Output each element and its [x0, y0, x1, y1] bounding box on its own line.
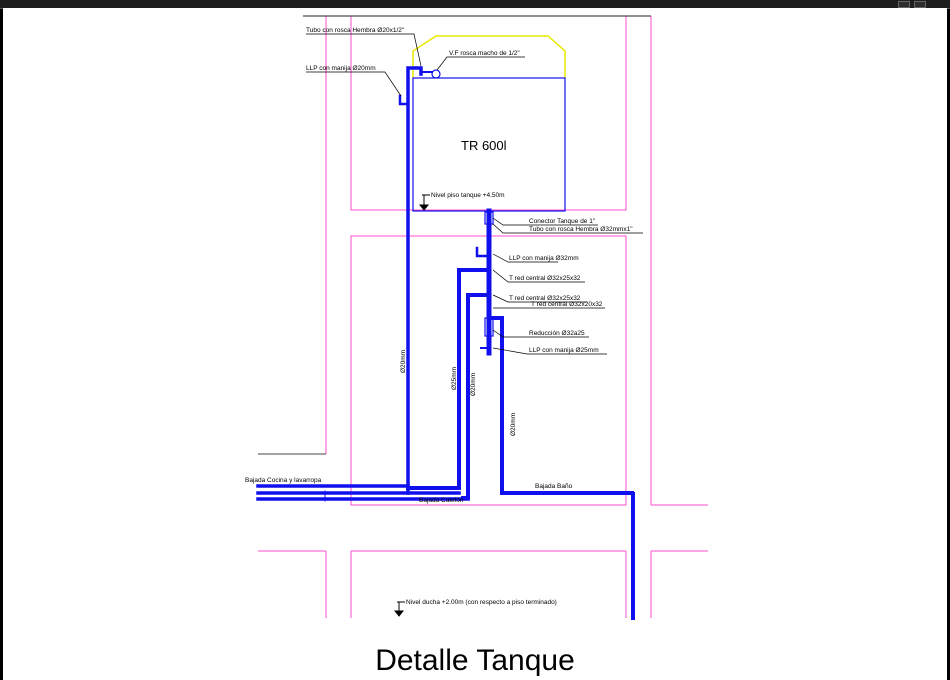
- annotation-tee-32-25-32-a: T red central Ø32x25x32: [509, 275, 581, 282]
- pipe-label-20-main: Ø20mm: [400, 350, 407, 373]
- annotation-reduccion: Reducción Ø32a25: [529, 330, 585, 337]
- annotation-tee-32-25-32-b: T red central Ø32x25x32: [509, 295, 581, 302]
- tank-floor-level: [418, 194, 430, 211]
- annotation-vf-rosca: V.F rosca macho de 1/2": [449, 50, 520, 57]
- shower-level: [393, 601, 405, 617]
- annotation-tubo-hembra-32: Tubo con rosca Hembra Ø32mmx1": [529, 226, 633, 233]
- outlet-kitchen-label: Bajada Cocina y lavarropa: [245, 477, 322, 484]
- pipe-branch-heater-left: [406, 268, 491, 490]
- annotation-conector-tanque: Conector Tanque de 1": [529, 218, 596, 225]
- window-button-minimize[interactable]: [898, 1, 910, 8]
- shower-level-label: Nivel ducha +2.00m (con respecto a piso …: [406, 599, 557, 606]
- annotation-tubo-hembra-20: Tubo con rosca Hembra Ø20x1/2": [306, 27, 405, 34]
- tank-label: TR 600l: [461, 138, 507, 153]
- annotation-tee-32-20-32: T red central Ø32x20x32: [531, 301, 603, 308]
- drawing-title: Detalle Tanque: [375, 644, 575, 677]
- plumbing-drawing: TR 600l Nivel piso tanque +4.50m: [245, 15, 708, 620]
- tank-roof: [412, 35, 566, 78]
- annotation-llp-32: LLP con manija Ø32mm: [509, 255, 579, 262]
- wall-upper: [350, 15, 627, 211]
- outlet-heater-label: Bajada Calefón: [419, 497, 464, 504]
- pipe-label-25: Ø25mm: [451, 367, 458, 390]
- float-valve: [431, 69, 441, 79]
- annotations: Tubo con rosca Hembra Ø20x1/2" V.F rosca…: [306, 27, 633, 354]
- pipe-label-20-heater: Ø20mm: [470, 373, 477, 396]
- pipe-tank-top-feed: [406, 66, 423, 495]
- pipe-label-20-bath: Ø20mm: [510, 413, 517, 436]
- outlet-bath-label: Bajada Baño: [535, 483, 573, 490]
- pipe-size-labels: Ø20mm Ø25mm Ø20mm Ø20mm: [400, 350, 517, 436]
- pipes: [256, 66, 635, 620]
- annotation-llp-25: LLP con manija Ø25mm: [529, 347, 599, 354]
- tank-floor-level-label: Nivel piso tanque +4.50m: [431, 192, 505, 199]
- valve-llp-20: [398, 94, 410, 106]
- window-button-close[interactable]: [914, 1, 926, 8]
- leaders: [306, 33, 643, 355]
- pipe-branch-bath: [487, 316, 635, 620]
- tank: TR 600l: [412, 35, 566, 212]
- walls: [258, 15, 708, 618]
- annotation-llp-20: LLP con manija Ø20mm: [306, 65, 376, 72]
- drawing-sheet: TR 600l Nivel piso tanque +4.50m: [3, 8, 947, 680]
